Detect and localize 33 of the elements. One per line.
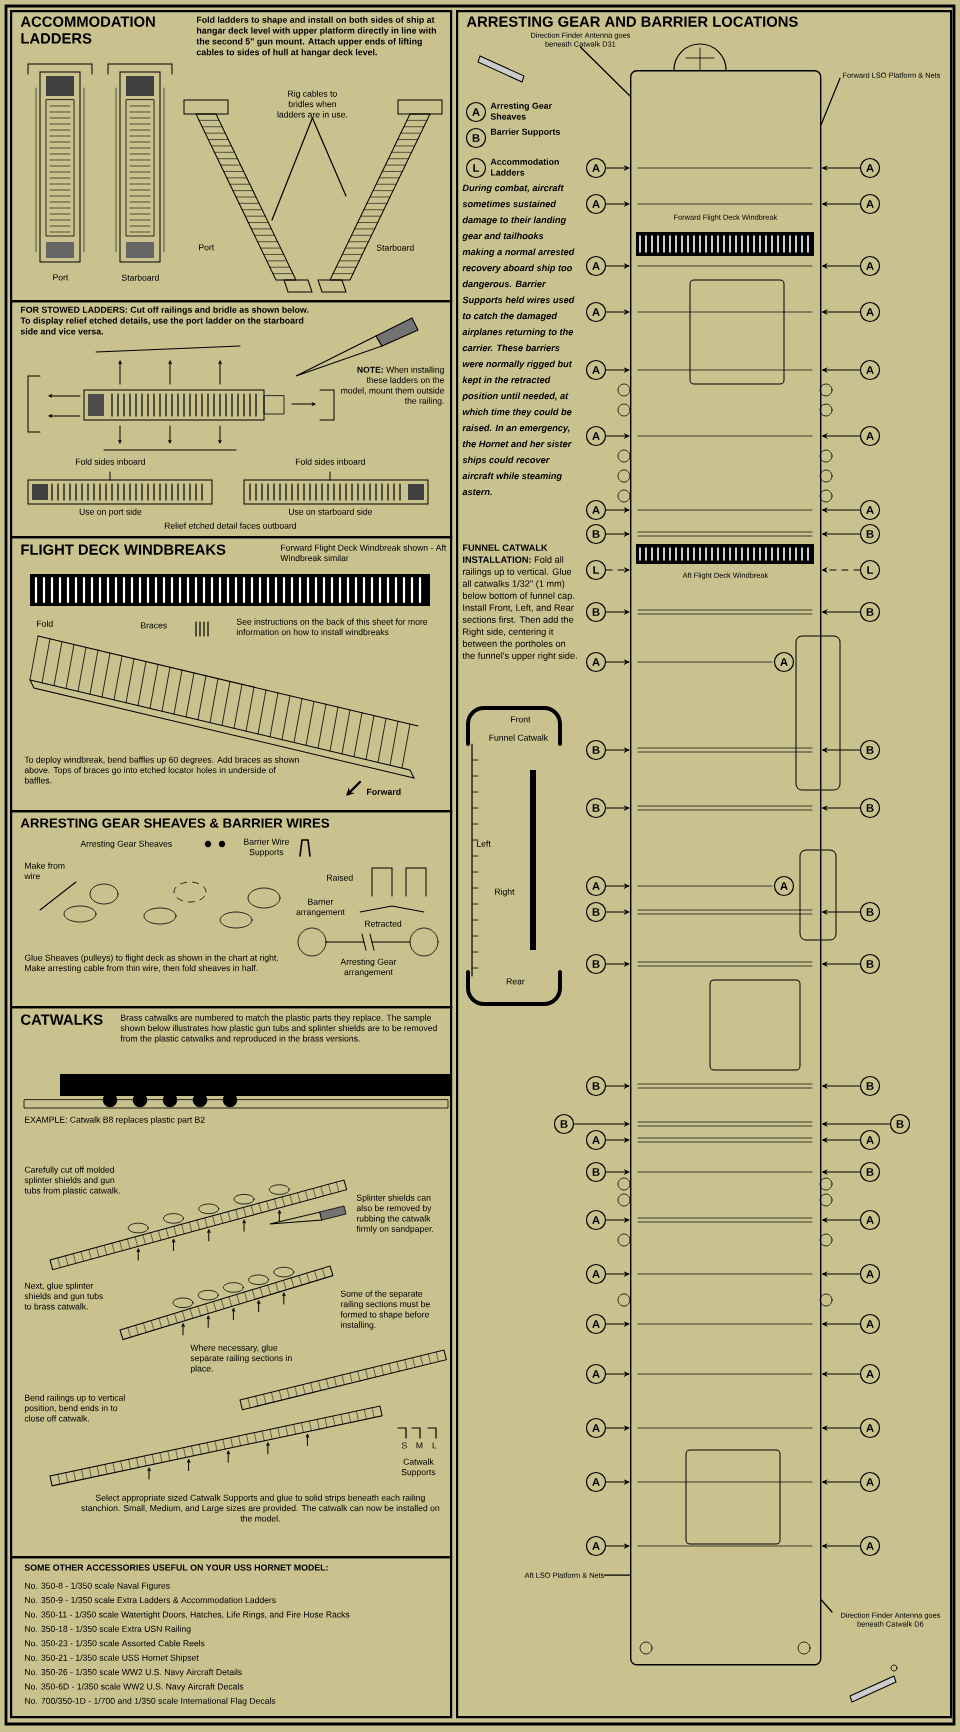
arrow [605,309,630,315]
leader-line [271,117,313,221]
arrow [605,165,630,171]
arrow [605,805,630,811]
arrow [605,367,630,373]
arrow [605,609,630,615]
arrow [605,747,630,753]
arrow [605,1425,630,1431]
arrow [573,1121,630,1127]
arrow [605,1217,630,1223]
arrow [605,1321,630,1327]
arrow [605,531,630,537]
arrow [605,1371,630,1377]
arrow [605,659,630,665]
arrow [605,883,630,889]
arrow [605,961,630,967]
arrow [605,1137,630,1143]
leader-line [604,1574,631,1576]
arrow [605,1479,630,1485]
arrow [605,909,630,915]
arrow [605,1083,630,1089]
arrow [605,1169,630,1175]
arrow [605,1543,630,1549]
arrow [605,201,630,207]
leader-line [579,46,631,97]
arrow [605,1271,630,1277]
leader-line [820,1599,833,1613]
arrow [605,567,630,573]
leader-line [820,77,841,125]
arrow [605,263,630,269]
arrow [605,433,630,439]
arrow [605,507,630,513]
leader-line [311,117,347,197]
